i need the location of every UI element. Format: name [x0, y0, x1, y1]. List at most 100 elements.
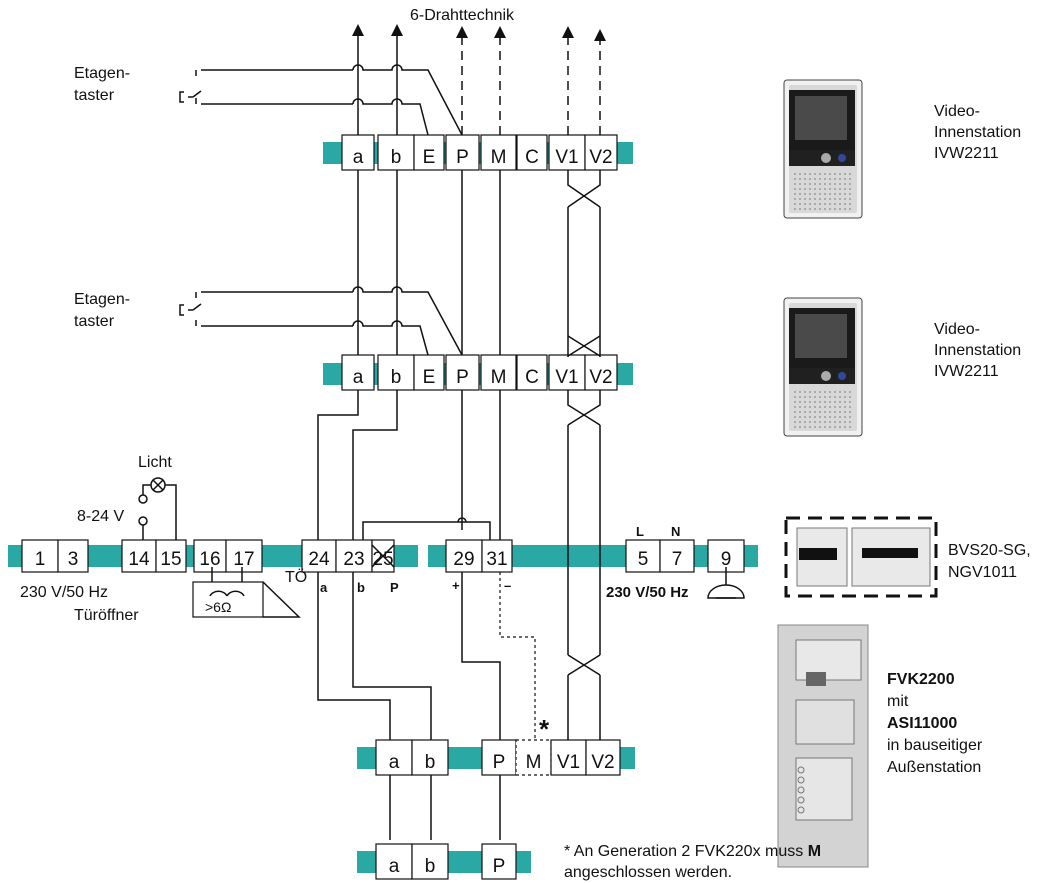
station-1-label-1: Video- — [934, 103, 980, 120]
terminal-label: C — [525, 147, 539, 168]
light-bulb-icon — [138, 477, 177, 540]
riser-lines — [352, 24, 606, 145]
door-opener-abbrev: TÖ — [285, 568, 307, 586]
terminal-label: 14 — [128, 549, 150, 570]
plus-label: + — [452, 578, 460, 593]
outdoor-label-4: in bauseitiger — [887, 737, 983, 754]
floor-button-1-icon — [179, 69, 353, 105]
footnote-line-2: angeschlossen werden. — [564, 864, 732, 881]
video-indoor-station-1-image — [783, 79, 863, 219]
floor-button-2-label: Etagen- — [74, 291, 130, 308]
terminal-box — [515, 739, 552, 776]
N-label: N — [671, 524, 680, 539]
terminal-label: a — [389, 752, 400, 773]
terminal-25-crossed — [371, 544, 395, 568]
terminal-box — [121, 539, 157, 573]
outdoor-label-1: FVK2200 — [887, 671, 955, 688]
terminal-label: b — [391, 367, 402, 388]
terminal-label: C — [525, 367, 539, 388]
terminal-box — [375, 843, 413, 880]
terminal-box — [193, 539, 227, 573]
terminal-label: 31 — [486, 549, 507, 570]
terminal-box — [301, 539, 337, 573]
station-2-wiring — [352, 286, 463, 356]
power-supply-label-1: BVS20-SG, — [948, 542, 1031, 559]
terminal-label: 7 — [672, 549, 683, 570]
terminal-label: V2 — [589, 367, 612, 388]
terminal-label: a — [389, 856, 400, 877]
bus-to-power-supply-wires — [317, 390, 501, 540]
terminal-label: b — [391, 147, 402, 168]
terminal-label: M — [526, 752, 542, 773]
terminal-label: 9 — [721, 549, 732, 570]
terminal-label: 5 — [638, 549, 649, 570]
terminal-box — [375, 739, 413, 776]
terminal-box — [155, 539, 187, 573]
terminal-box — [445, 134, 480, 171]
terminal-box — [584, 134, 618, 171]
terminal-box — [411, 843, 449, 880]
voltage-label: 8-24 V — [77, 508, 124, 525]
ground-icon — [707, 567, 745, 599]
terminal-label: E — [423, 367, 436, 388]
terminal-box — [481, 739, 517, 776]
station-2-label-1: Video- — [934, 321, 980, 338]
terminal-label: V1 — [557, 752, 580, 773]
terminal-label: P — [456, 367, 469, 388]
station-1-wiring — [352, 64, 601, 208]
terminal-box — [21, 539, 59, 573]
outdoor-station-image — [777, 624, 869, 868]
station-2-label-3: IVW2211 — [934, 363, 999, 380]
terminal-box — [584, 354, 618, 391]
terminal-label: V2 — [591, 752, 614, 773]
power-supply-label-2: NGV1011 — [948, 564, 1017, 581]
terminal-label: 1 — [35, 549, 46, 570]
terminal-label: V1 — [555, 367, 578, 388]
terminal-label: 17 — [233, 549, 254, 570]
terminal-box — [225, 539, 263, 573]
floor-button-2-icon — [179, 291, 353, 327]
terminal-box — [585, 739, 621, 776]
terminal-label: M — [491, 367, 507, 388]
terminal-label: 29 — [453, 549, 474, 570]
terminal-label: V1 — [555, 147, 578, 168]
terminal-box — [413, 354, 445, 391]
bus-wires-upper — [357, 170, 601, 426]
terminal-box — [480, 134, 517, 171]
door-opener-label: Türöffner — [74, 607, 139, 624]
video-indoor-station-2-image — [783, 297, 863, 437]
terminal-box — [341, 134, 375, 171]
L-label: L — [636, 524, 644, 539]
terminal-box — [548, 134, 586, 171]
floor-button-1-label: Etagen- — [74, 65, 130, 82]
diagram-title: 6-Drahttechnik — [410, 7, 515, 24]
floor-button-2-label-2: taster — [74, 313, 115, 330]
terminal-box — [548, 354, 586, 391]
terminal-box — [550, 739, 587, 776]
mains-left-label: 230 V/50 Hz — [20, 584, 108, 601]
terminal-box — [516, 354, 548, 391]
terminal-box — [445, 354, 480, 391]
terminal-box — [481, 539, 513, 573]
station-1-label-2: Innenstation — [934, 124, 1021, 141]
sub-label-p: P — [390, 580, 399, 595]
terminal-label: a — [353, 367, 364, 388]
outdoor-wiring — [317, 425, 601, 840]
door-opener-symbol — [192, 567, 301, 618]
terminal-label: b — [425, 856, 436, 877]
terminal-label: P — [493, 856, 506, 877]
power-supply-device-image — [784, 516, 938, 598]
sub-label-b: b — [357, 580, 365, 595]
terminal-label: P — [493, 752, 506, 773]
terminal-label: 25 — [372, 549, 393, 570]
mains-right-label: 230 V/50 Hz — [606, 584, 689, 601]
terminal-label: a — [353, 147, 364, 168]
light-label: Licht — [138, 454, 172, 471]
terminal-label: E — [423, 147, 436, 168]
sub-label-a: a — [320, 580, 328, 595]
